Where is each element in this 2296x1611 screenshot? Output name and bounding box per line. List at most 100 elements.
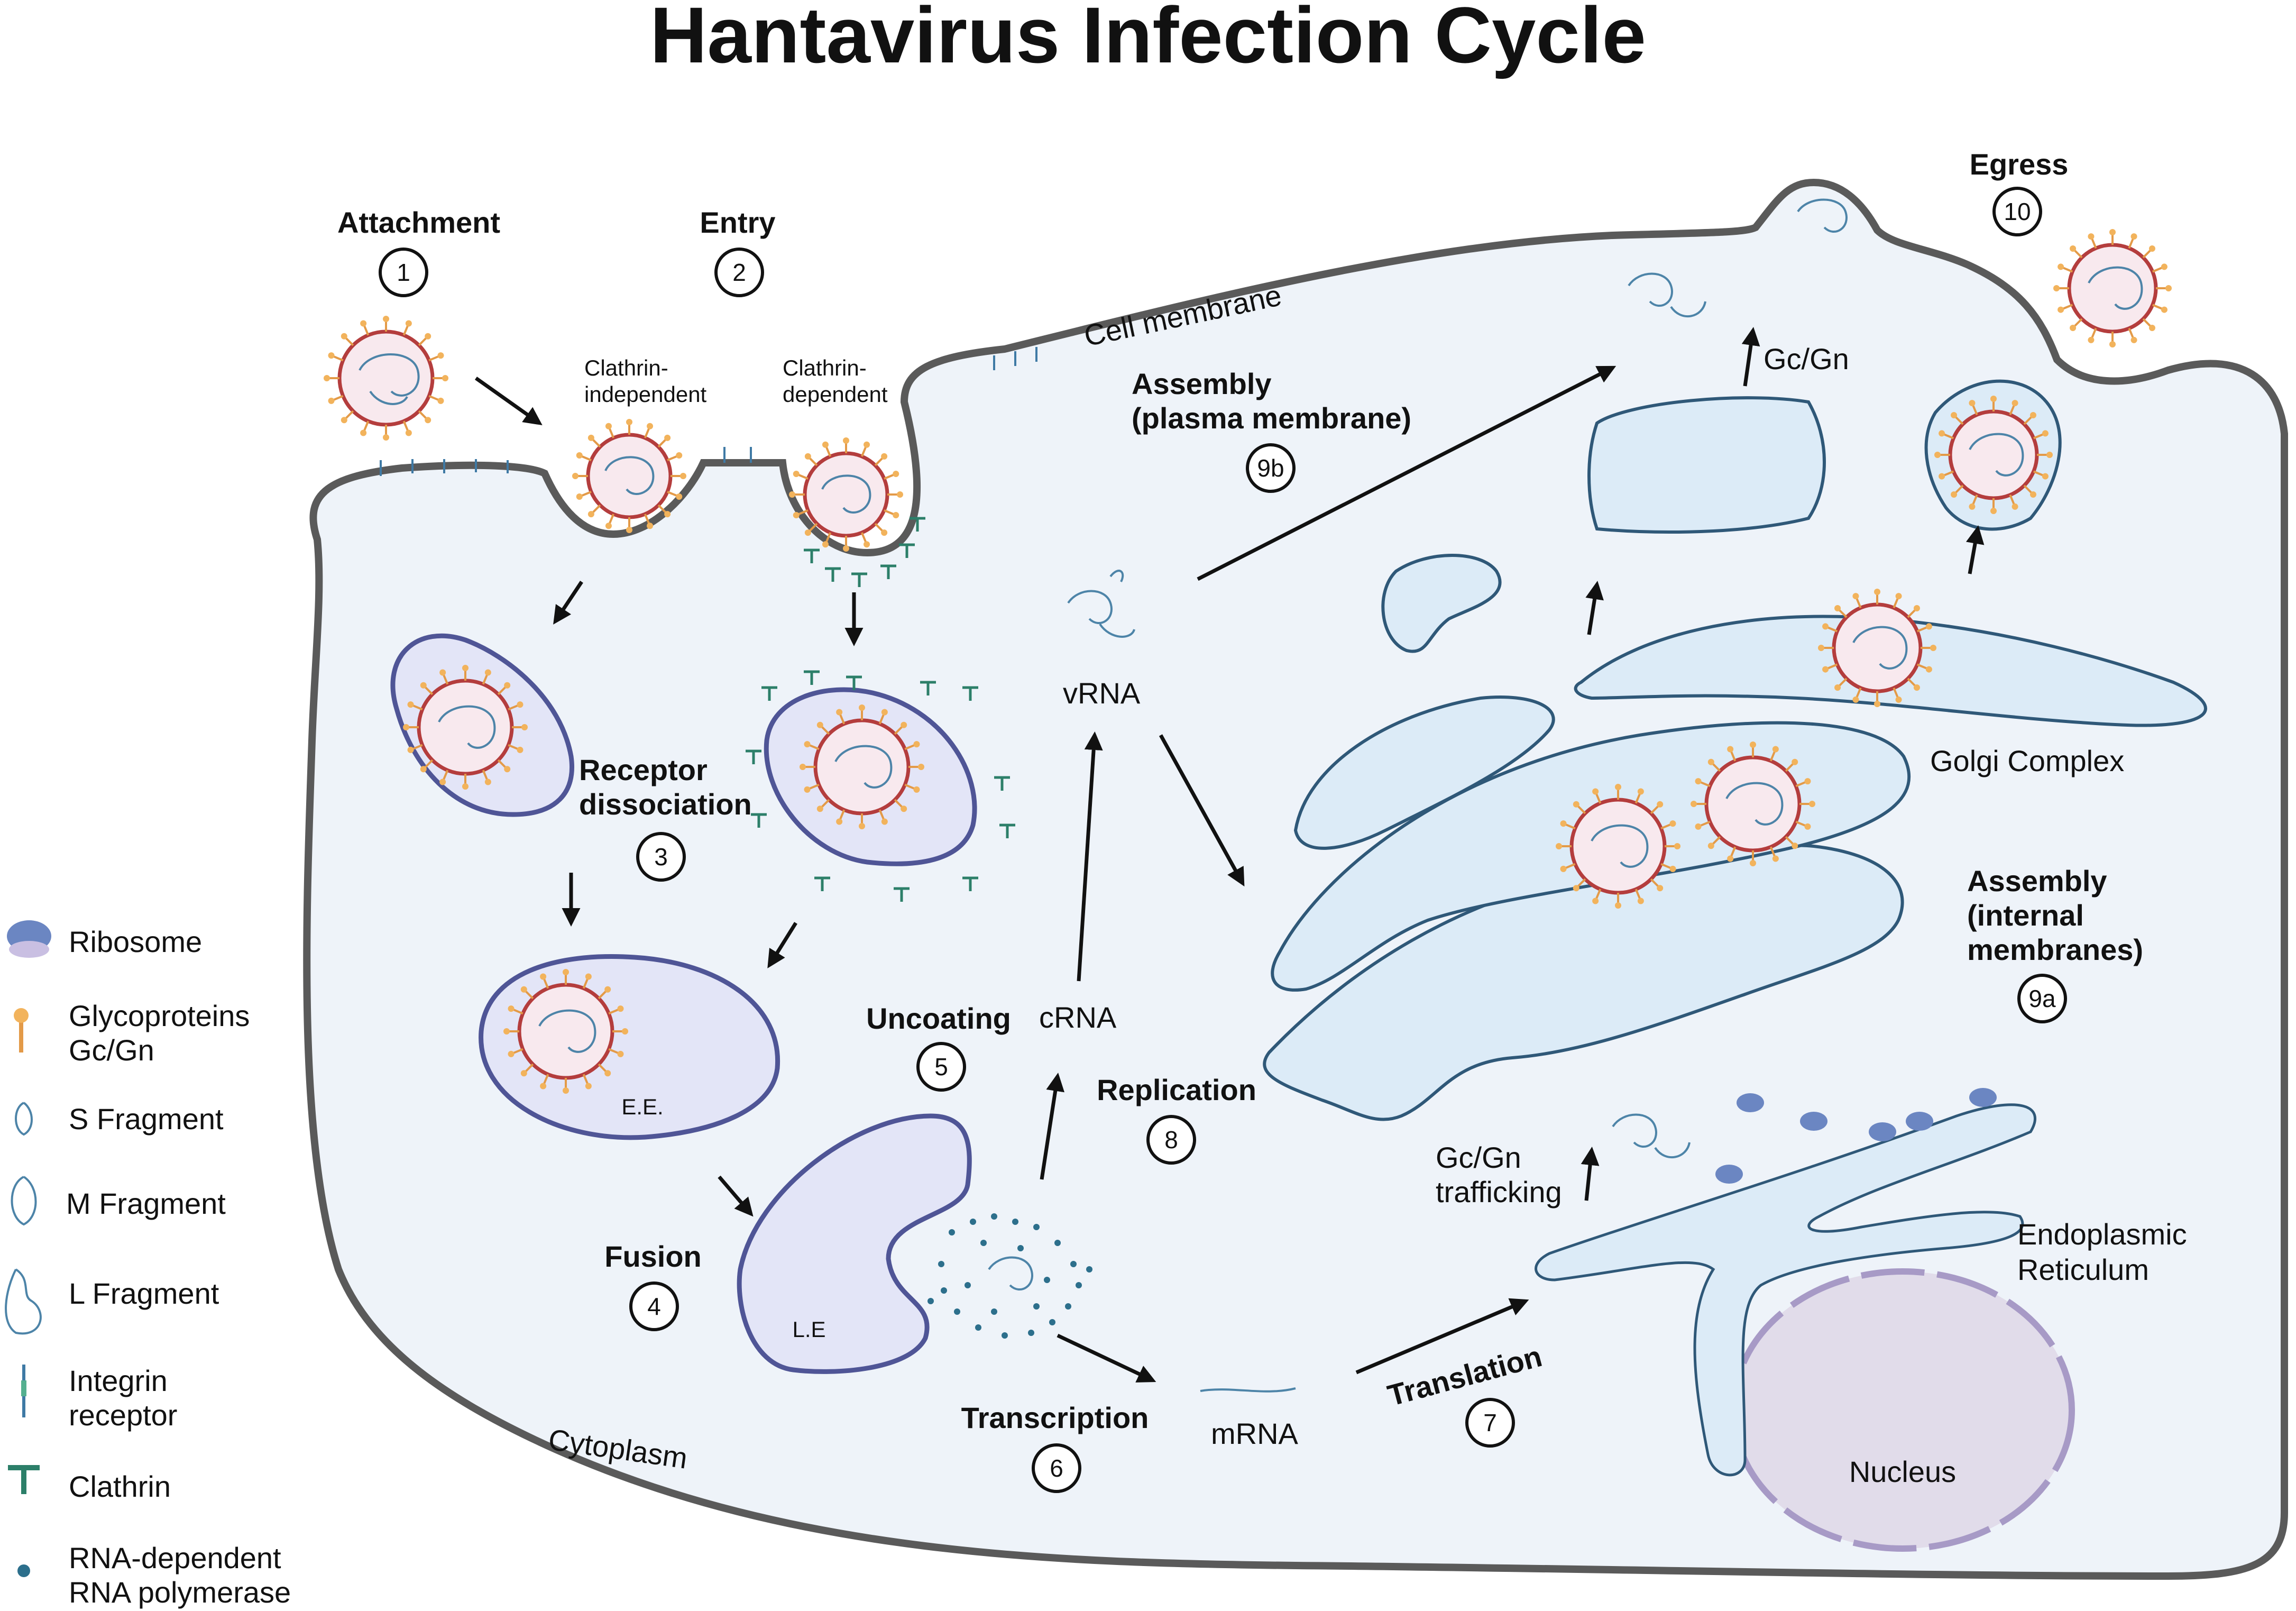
glycoprotein-spike — [1660, 863, 1672, 869]
step-attachment-label: Attachment — [337, 206, 500, 239]
glycoprotein-head — [836, 709, 843, 716]
glycoprotein-spike — [1634, 793, 1641, 804]
glycoprotein-spike — [1856, 687, 1862, 699]
glycoprotein-head — [1895, 696, 1902, 703]
glycoprotein-head — [913, 741, 920, 748]
integrin-receptors-group — [380, 347, 1037, 476]
glycoprotein-head — [2058, 263, 2064, 270]
virus-in-coated-vesicle — [800, 704, 924, 829]
glycoprotein-head — [804, 786, 811, 793]
glycoprotein-head — [2165, 285, 2172, 291]
glycoprotein-head — [1990, 508, 1997, 514]
glycoprotein-spike — [1595, 889, 1602, 900]
glycoprotein-spike — [667, 455, 678, 461]
glycoprotein-head — [881, 709, 888, 716]
glycoprotein-head — [1818, 645, 1824, 651]
step-assembly-plasma-badge — [1246, 443, 1296, 493]
glycoprotein-spike — [1700, 820, 1711, 827]
glycoprotein-spike — [1769, 846, 1776, 857]
glycoprotein-spike — [1712, 763, 1721, 772]
step-assembly-internal-label-2: (internal — [1967, 899, 2084, 932]
glycoprotein-head — [2012, 400, 2018, 407]
virus-golgi-1 — [1556, 784, 1680, 909]
trafficking-label-1: Gc/Gn — [1436, 1141, 1521, 1174]
glycoprotein-head — [1822, 623, 1829, 630]
glycoprotein-head — [517, 701, 524, 708]
glycoprotein-spike — [1856, 597, 1862, 609]
glycoprotein-spike — [2128, 327, 2134, 339]
virus-golgi-2 — [1691, 742, 1815, 866]
glycoprotein-head — [1707, 758, 1714, 765]
step-entry-label: Entry — [700, 206, 775, 239]
glycoprotein-head — [664, 434, 671, 441]
glycoprotein-spike — [1916, 663, 1928, 670]
glycoprotein-spike — [1577, 805, 1586, 814]
glycoprotein-head — [585, 1083, 592, 1090]
glycoprotein-head — [793, 512, 800, 519]
glycoprotein-head — [1727, 855, 1734, 862]
glycoprotein-head — [1925, 666, 1932, 673]
glycoprotein-head — [1939, 473, 1945, 480]
glycoprotein-head — [626, 527, 632, 533]
legend-label-l-fragment: L Fragment — [69, 1277, 219, 1310]
glycoprotein-head — [1674, 843, 1680, 849]
clathrin-coat-group — [746, 517, 1015, 902]
clathrin-icon — [8, 1465, 40, 1494]
legend-label-glycoprotein-1: Glycoproteins — [69, 999, 250, 1032]
step-egress-number: 10 — [2004, 198, 2031, 225]
glycoprotein-head — [407, 701, 414, 708]
glycoprotein-spike — [861, 532, 867, 543]
glycoprotein-head — [1637, 898, 1644, 904]
glycoprotein-head — [517, 746, 524, 753]
glycoprotein-head — [605, 523, 612, 529]
glycoprotein-spike — [809, 457, 818, 466]
step-translation-number: 7 — [1483, 1409, 1497, 1436]
glycoprotein-head — [2088, 233, 2095, 240]
glycoprotein-spike — [424, 759, 434, 768]
glycoprotein-spike — [874, 523, 884, 532]
glycoprotein-head — [437, 352, 444, 359]
glycoprotein-spike — [2073, 249, 2083, 259]
glycoprotein-spike — [1972, 494, 1978, 506]
glycoprotein-head — [1834, 684, 1841, 691]
legend-label-glycoprotein-2: Gc/Gn — [69, 1033, 154, 1067]
trafficking-label-2: trafficking — [1436, 1175, 1562, 1209]
glycoprotein-spike — [508, 744, 519, 750]
glycoprotein-spike — [884, 509, 895, 516]
glycoprotein-head — [540, 973, 547, 980]
glycoprotein-head — [1750, 860, 1756, 866]
glycoprotein-head — [859, 823, 865, 829]
glycoprotein-spike — [644, 514, 650, 525]
glycoprotein-head — [420, 766, 427, 773]
glycoprotein-spike — [424, 686, 434, 695]
glycoprotein-head — [864, 541, 870, 548]
glycoprotein-head — [563, 969, 569, 975]
glycoprotein-spike — [442, 674, 449, 685]
glycoprotein-spike — [1943, 470, 1954, 477]
glycoprotein-head — [816, 721, 823, 728]
glycoprotein-spike — [333, 395, 344, 401]
glycoprotein-head — [425, 417, 431, 424]
legend-label-m-fragment: M Fragment — [66, 1187, 226, 1220]
glycoprotein-head — [521, 724, 528, 730]
glycoprotein-head — [2012, 503, 2018, 510]
glycoprotein-spike — [1795, 781, 1806, 788]
ribosomes-on-er — [1715, 1088, 1997, 1184]
glycoprotein-spike — [884, 473, 895, 480]
step-assembly-internal-number: 9a — [2028, 985, 2056, 1012]
glycoprotein-head — [1852, 593, 1859, 600]
glycoprotein-head — [604, 986, 611, 993]
virus-clathrin-dependent — [789, 437, 903, 552]
glycoprotein-spike — [839, 809, 846, 820]
glycoprotein-spike — [497, 759, 507, 768]
glycoprotein-spike — [512, 1048, 524, 1055]
glycoprotein-spike — [581, 491, 592, 497]
glycoprotein-head — [324, 375, 330, 381]
glycoprotein-head — [2130, 336, 2137, 343]
glycoprotein-head — [1573, 801, 1579, 808]
glycoprotein-head — [836, 818, 843, 825]
glycoprotein-head — [1560, 865, 1567, 872]
glycoprotein-head — [585, 973, 592, 980]
glycoprotein-head — [800, 764, 806, 770]
glycoprotein-head — [328, 352, 335, 359]
